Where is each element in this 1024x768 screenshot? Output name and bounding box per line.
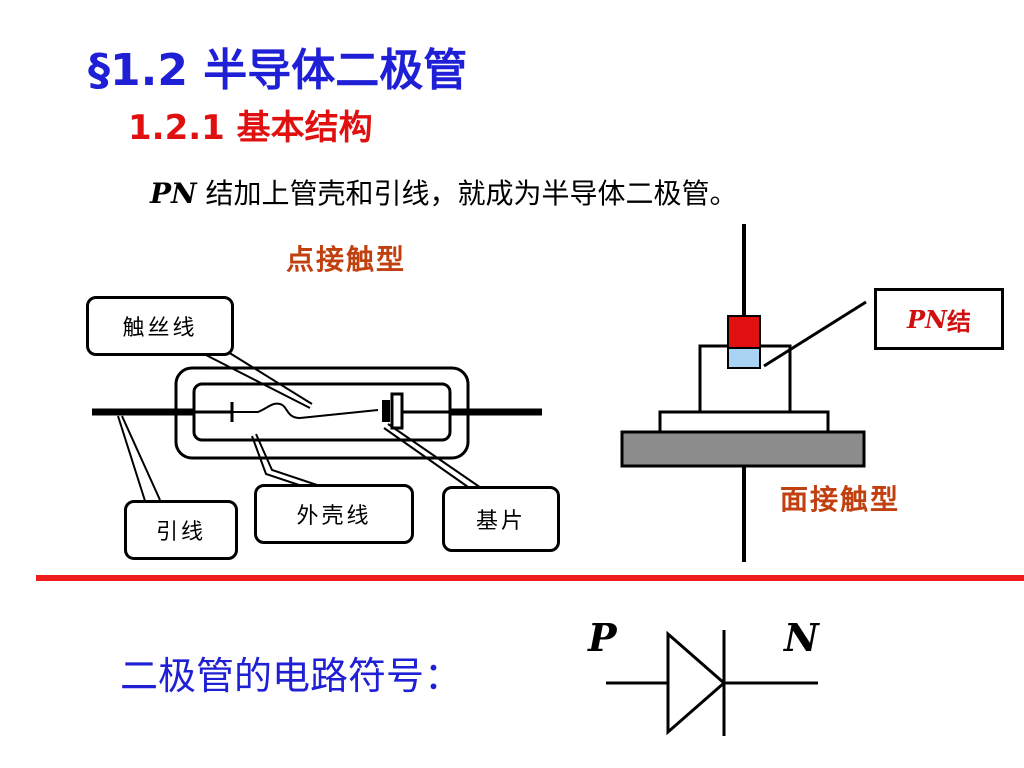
n-region	[727, 347, 761, 369]
lead-label-box: 引线	[124, 500, 238, 560]
leader-substrate	[387, 423, 485, 491]
p-region	[727, 315, 761, 349]
symbol-triangle	[666, 630, 727, 736]
substrate-label: 基片	[475, 509, 526, 534]
leader-whisker	[199, 351, 311, 409]
lead-label: 引线	[155, 520, 206, 545]
intro-text: 结加上管壳和引线，就成为半导体二极管。	[196, 177, 738, 210]
leader-lead	[117, 415, 147, 505]
pn-junction-pn: PN	[907, 304, 947, 334]
whisker-label-box: 触丝线	[86, 296, 234, 356]
leader-lead-2	[121, 415, 161, 501]
leader-shell	[255, 433, 321, 487]
intro-pn: PN	[150, 177, 197, 210]
surface-contact-label: 面接触型	[780, 483, 901, 516]
intro-sentence: PN 结加上管壳和引线，就成为半导体二极管。	[150, 172, 738, 212]
substrate-holder	[390, 392, 404, 430]
substrate-chip	[382, 400, 390, 422]
shell-label-box: 外壳线	[254, 484, 414, 544]
symbol-n-label: N	[784, 615, 819, 660]
symbol-caption: 二极管的电路符号：	[120, 654, 463, 698]
section-title: §1.2 半导体二极管	[88, 45, 468, 96]
symbol-p-label: P	[588, 615, 617, 660]
shell-label: 外壳线	[296, 504, 372, 529]
pn-junction-text: 结	[946, 307, 971, 336]
subsection-title: 1.2.1 基本结构	[128, 108, 373, 148]
leader-pn	[763, 300, 867, 368]
whisker-label: 触丝线	[122, 316, 198, 341]
whisker-wire	[232, 402, 379, 420]
leader-substrate-2	[383, 427, 479, 495]
leader-whisker-2	[227, 351, 313, 405]
point-contact-label: 点接触型	[286, 243, 407, 276]
base-plate	[620, 430, 866, 468]
substrate-label-box: 基片	[442, 486, 560, 552]
